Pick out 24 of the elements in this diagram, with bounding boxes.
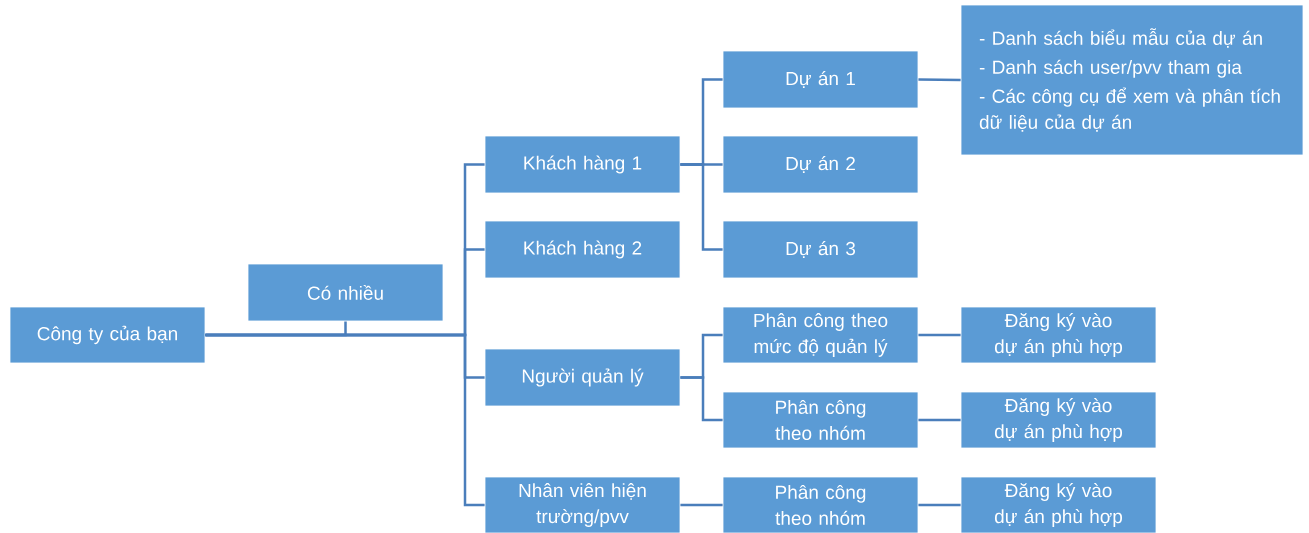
process-box: Phân công theo nhóm [722,476,919,533]
connector-line [918,78,961,82]
process-box: Đăng ký vào dự án phù hợp [960,476,1157,533]
connector-line [680,163,723,251]
process-box: Nhân viên hiện trường/pvv [484,476,681,533]
process-box: Dự án 2 [722,135,919,194]
connector-line [680,503,723,507]
process-box: Có nhiều [247,263,444,322]
process-box: Đăng ký vào dự án phù hợp [960,306,1157,364]
process-box: Khách hàng 1 [484,135,681,194]
process-box: Người quản lý [484,348,681,407]
process-box: Phân công theo mức độ quản lý [722,306,919,364]
connector-line [205,333,485,507]
connector-line [918,333,961,337]
connector-line [918,418,961,422]
process-box: Công ty của bạn [9,306,206,364]
process-box: Khách hàng 2 [484,220,681,279]
process-box: - Danh sách biểu mẫu của dự án - Danh sách user/pvv tham gia - Các công cụ để xem và phân tích dữ liệu của dự án [960,4,1304,156]
process-box: Đăng ký vào dự án phù hợp [960,391,1157,449]
connector-line [918,503,961,507]
process-box: Dự án 3 [722,220,919,279]
connector-line [680,376,723,422]
process-box: Dự án 1 [722,50,919,109]
process-box: Phân công theo nhóm [722,391,919,449]
